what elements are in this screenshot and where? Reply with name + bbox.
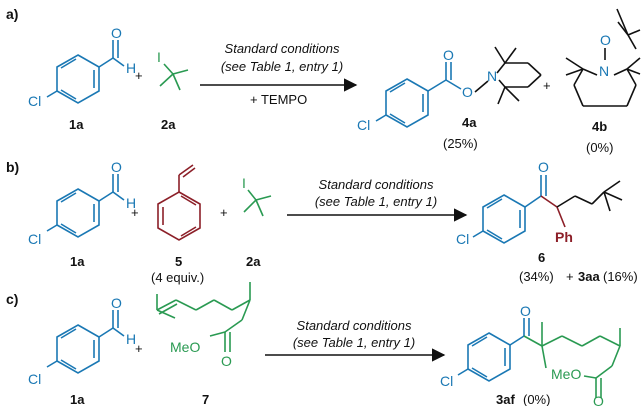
structure-4a (375, 46, 542, 128)
section-label-b: b) (6, 159, 19, 175)
atom-cl: Cl (28, 93, 41, 109)
structure-1a-b (46, 174, 125, 238)
compound-label-3af: 3af (496, 392, 515, 406)
plus-sign: + (131, 205, 139, 220)
atom-o: O (111, 159, 122, 175)
compound-label-4b: 4b (592, 119, 607, 134)
additive-label: + TEMPO (250, 92, 307, 107)
yield-4a: (25%) (443, 136, 478, 151)
plus-sign: + (220, 205, 228, 220)
atom-i: I (242, 175, 246, 191)
structure-2a-b (243, 189, 272, 217)
compound-label-7: 7 (202, 392, 209, 406)
plus-sign: + (135, 341, 143, 356)
condition-line-1: Standard conditions (319, 177, 434, 192)
atom-cl: Cl (357, 117, 370, 133)
condition-line-1: Standard conditions (225, 41, 340, 56)
structure-1a-c (46, 310, 125, 374)
atom-o: O (221, 353, 232, 369)
atom-meo: MeO (170, 339, 200, 355)
yield-6: (34%) (519, 269, 554, 284)
yield-3af: (0%) (523, 392, 550, 406)
atom-o: O (538, 159, 549, 175)
atom-meo: MeO (551, 366, 581, 382)
compound-label-6: 6 (538, 250, 545, 265)
compound-label-1a: 1a (69, 117, 84, 132)
compound-label-1a: 1a (70, 392, 85, 406)
section-label-c: c) (6, 291, 18, 307)
atom-h: H (126, 331, 136, 347)
compound-label-2a: 2a (246, 254, 261, 269)
reaction-b: b) O H Cl 1a + 5 (4 equiv.) (6, 159, 638, 285)
atom-o: O (111, 295, 122, 311)
atom-o: O (111, 25, 122, 41)
compound-label-2a: 2a (161, 117, 176, 132)
plus-sign: + (543, 78, 551, 93)
atom-o: O (443, 47, 454, 63)
structure-4b (565, 8, 641, 107)
atom-h: H (126, 60, 136, 76)
atom-cl: Cl (456, 231, 469, 247)
atom-cl: Cl (28, 231, 41, 247)
condition-line-2: (see Table 1, entry 1) (293, 335, 415, 350)
yield-4b: (0%) (586, 140, 613, 155)
atom-o: O (462, 84, 473, 100)
structure-2a-a (159, 63, 189, 91)
section-label-a: a) (6, 6, 18, 22)
structure-7 (156, 282, 251, 352)
reaction-c: c) O H Cl 1a + (6, 282, 621, 406)
structure-6 (472, 175, 623, 244)
extra-product-prefix: + (566, 269, 574, 284)
atom-n: N (599, 63, 609, 79)
atom-cl: Cl (28, 371, 41, 387)
structure-5 (157, 164, 201, 241)
structure-1a-a (46, 40, 125, 104)
atom-n: N (487, 68, 497, 84)
condition-line-1: Standard conditions (297, 318, 412, 333)
atom-o: O (600, 32, 611, 48)
atom-o: O (520, 303, 531, 319)
compound-label-3aa: 3aa (578, 269, 600, 284)
atom-o: O (593, 393, 604, 406)
condition-line-2: (see Table 1, entry 1) (315, 194, 437, 209)
atom-h: H (126, 195, 136, 211)
atom-cl: Cl (440, 373, 453, 389)
structure-3af (457, 318, 621, 398)
equiv-label-5: (4 equiv.) (151, 270, 204, 285)
plus-sign: + (135, 68, 143, 83)
reaction-a: a) O H Cl 1a + I 2a Standard cond (6, 6, 641, 155)
atom-i: I (157, 49, 161, 65)
atom-ph: Ph (555, 229, 573, 245)
compound-label-4a: 4a (462, 115, 477, 130)
condition-line-2: (see Table 1, entry 1) (221, 59, 343, 74)
compound-label-5: 5 (175, 254, 182, 269)
compound-label-1a: 1a (70, 254, 85, 269)
yield-3aa: (16%) (603, 269, 638, 284)
